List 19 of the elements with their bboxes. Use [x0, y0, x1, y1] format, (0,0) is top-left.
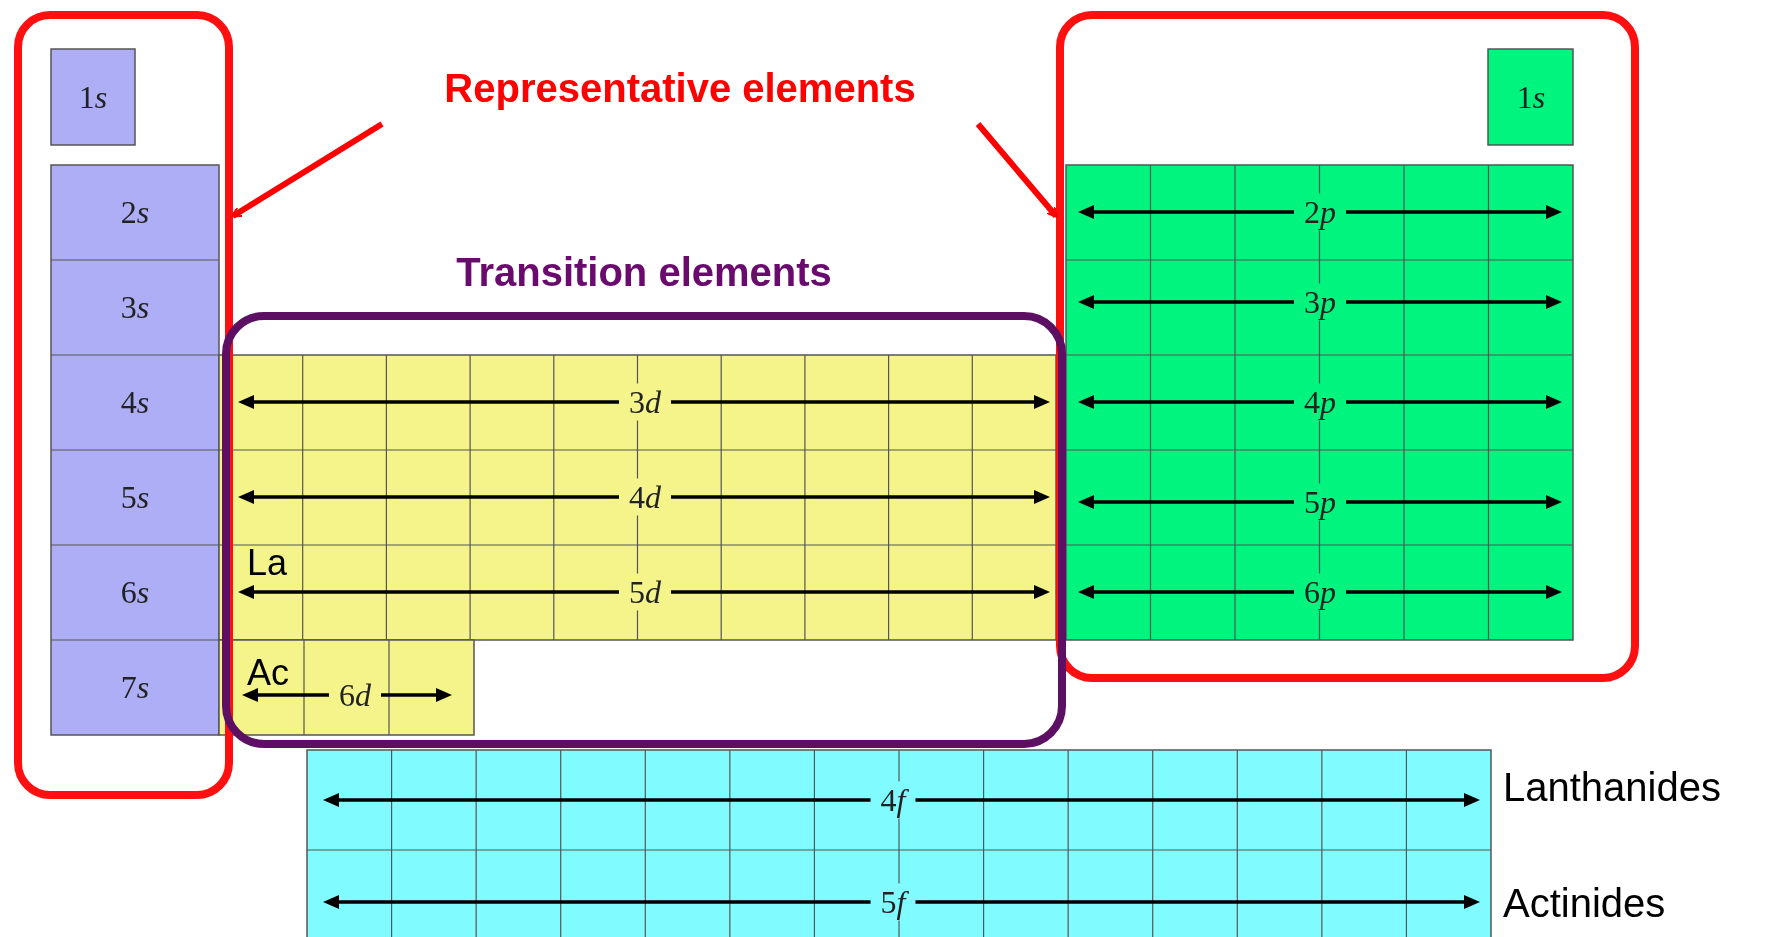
- sublevel-label: 5d: [627, 573, 663, 611]
- sublevel-label: 3p: [1302, 283, 1338, 321]
- group-outline: [1056, 11, 1639, 682]
- sublevel-label: 6p: [1302, 573, 1338, 611]
- series-label: Lanthanides: [1503, 764, 1721, 810]
- element-label: La: [247, 542, 288, 584]
- group-heading: Transition elements: [455, 250, 833, 295]
- element-label: Ac: [247, 652, 289, 694]
- series-label: Actinides: [1503, 880, 1666, 926]
- sublevel-label: 4p: [1302, 383, 1338, 421]
- sublevel-label: 3d: [627, 383, 663, 421]
- arrow: [975, 122, 1059, 218]
- group-outline: [14, 11, 233, 799]
- sublevel-label: 2p: [1302, 193, 1338, 231]
- sublevel-label: 5p: [1302, 483, 1338, 521]
- sublevel-label: 4d: [627, 478, 663, 516]
- sublevel-label: 4f: [878, 781, 908, 819]
- arrow: [231, 121, 384, 219]
- callout-text: Representative elements: [380, 60, 980, 116]
